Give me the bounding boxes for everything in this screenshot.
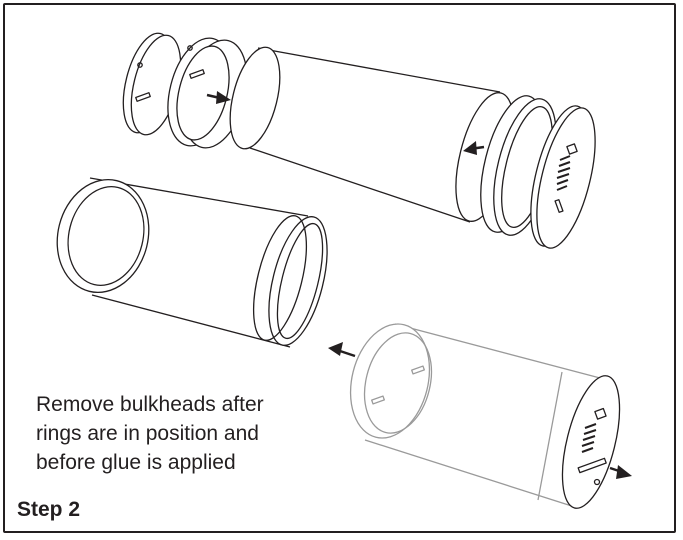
arrow-right-icon <box>206 91 231 104</box>
instruction-text: Remove bulkheads after rings are in posi… <box>36 390 336 477</box>
main-body-tube-icon <box>229 46 515 223</box>
instruction-line: before glue is applied <box>36 451 236 474</box>
instruction-panel-frame <box>3 3 676 533</box>
ghost-tube-icon <box>349 323 601 509</box>
arrow-left-icon <box>463 141 485 155</box>
left-coupler-ring-icon <box>167 37 248 149</box>
arrow-left-icon <box>328 342 356 358</box>
right-bulkhead-disc-icon <box>530 105 596 249</box>
ghost-tube-end-bulkhead-icon <box>561 375 621 509</box>
instruction-line: Remove bulkheads after <box>36 393 264 416</box>
step-label: Step 2 <box>17 498 81 521</box>
middle-tube-icon <box>56 177 328 348</box>
arrow-right-icon <box>609 465 632 479</box>
right-coupler-ring-icon <box>480 95 557 236</box>
instruction-line: rings are in position and <box>36 422 259 445</box>
